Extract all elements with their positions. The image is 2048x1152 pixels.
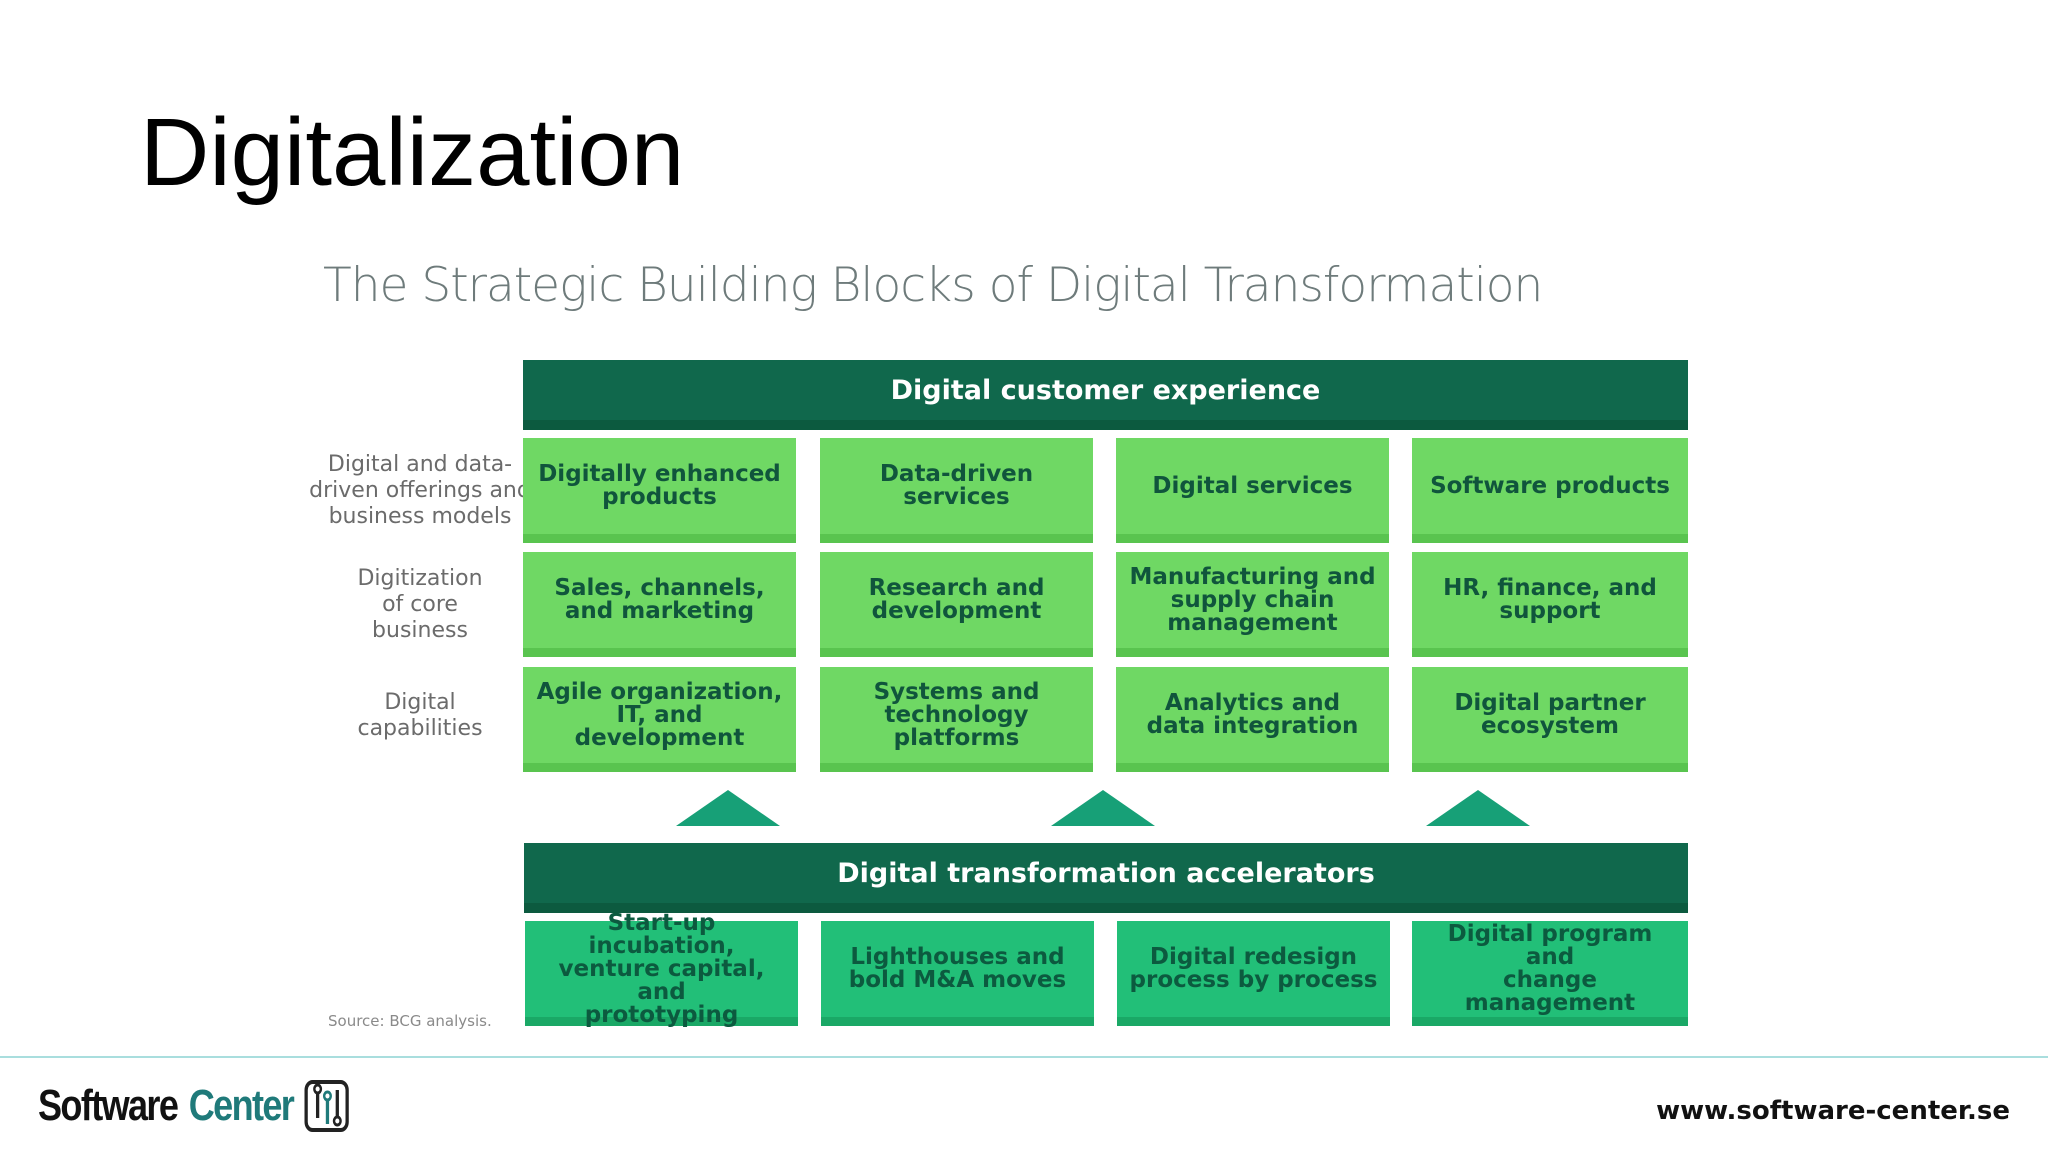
- block-agile-organization: Agile organization,IT, and development: [523, 667, 796, 772]
- source-note: Source: BCG analysis.: [328, 1012, 492, 1030]
- block-digital-services: Digital services: [1116, 438, 1389, 543]
- accelerator-startup-incubation: Start-up incubation,venture capital, and…: [525, 911, 798, 1026]
- row-label-line: Digitization: [357, 566, 483, 591]
- digital-customer-experience-band: Digital customer experience: [523, 360, 1688, 430]
- block-software-products: Software products: [1412, 438, 1688, 543]
- row-label-digitization: Digitization of core business: [300, 566, 540, 644]
- row-label-line: Digital and data-: [327, 452, 513, 477]
- footer-bar: [0, 1058, 2048, 1152]
- row-label-offerings: Digital and data- driven offerings and b…: [300, 452, 540, 530]
- block-data-driven-services: Data-driven services: [820, 438, 1093, 543]
- row-label-line: capabilities: [357, 716, 483, 741]
- up-arrow-icon: [676, 790, 780, 826]
- website-url[interactable]: www.software-center.se: [1656, 1096, 2010, 1126]
- row-label-line: of core: [382, 592, 458, 617]
- logo-word-center: Center: [188, 1081, 295, 1130]
- up-arrow-icon: [1051, 790, 1155, 826]
- slide-title: Digitalization: [140, 99, 685, 206]
- diagram-title: The Strategic Building Blocks of Digital…: [323, 258, 1543, 313]
- software-center-logo: Software Center: [38, 1078, 352, 1134]
- digital-transformation-accelerators-band: Digital transformation accelerators: [524, 843, 1688, 913]
- row-label-capabilities: Digital capabilities: [300, 690, 540, 742]
- logo-word-software: Software: [38, 1081, 179, 1130]
- row-label-line: business models: [328, 504, 512, 529]
- up-arrow-icon: [1426, 790, 1530, 826]
- row-label-line: Digital: [384, 690, 456, 715]
- footer-divider: [0, 1056, 2048, 1058]
- row-label-line: driven offerings and: [309, 478, 531, 503]
- row-label-line: business: [372, 618, 468, 643]
- circuit-logo-icon: [304, 1080, 349, 1132]
- block-sales-channels-marketing: Sales, channels,and marketing: [523, 552, 796, 657]
